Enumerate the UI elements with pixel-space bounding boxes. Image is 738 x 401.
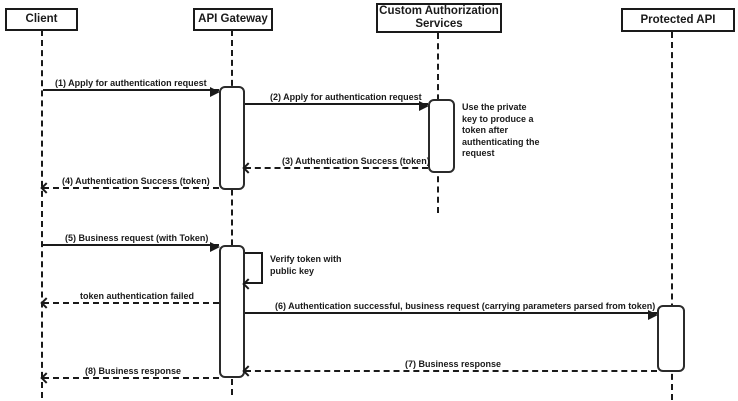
- lifeline-protected-api: [671, 32, 673, 400]
- actor-custom-authorization: Custom Authorization Services: [376, 3, 502, 33]
- arrowhead-right-icon: [419, 101, 429, 111]
- message-3-arrow: (3) Authentication Success (token): [242, 156, 430, 174]
- message-5-arrow: (5) Business request (with Token): [43, 233, 220, 252]
- actor-api-gateway-label: API Gateway: [198, 13, 268, 25]
- message-4-label: (4) Authentication Success (token): [62, 176, 210, 186]
- message-7-arrow: (7) Business response: [242, 359, 657, 377]
- arrowhead-right-icon: [648, 310, 658, 320]
- note-private-key: Use the private key to produce a token a…: [462, 102, 540, 158]
- message-6-label: (6) Authentication successful, business …: [275, 301, 656, 311]
- actor-client-label: Client: [25, 13, 58, 25]
- message-8-label: (8) Business response: [85, 366, 182, 376]
- activation-api-gateway-business: [219, 245, 245, 378]
- activation-api-gateway-auth: [219, 86, 245, 190]
- message-4-arrow: (4) Authentication Success (token): [40, 176, 219, 194]
- self-message-verify-token-label: Verify token with public key: [270, 254, 342, 276]
- message-3-label: (3) Authentication Success (token): [282, 156, 430, 166]
- message-5-label: (5) Business request (with Token): [65, 233, 209, 243]
- actor-protected-api: Protected API: [621, 8, 735, 32]
- self-message-verify-token-arrow: [242, 252, 263, 290]
- message-token-failed-label: token authentication failed: [80, 291, 195, 301]
- arrowhead-right-icon: [210, 87, 220, 97]
- lifeline-client: [41, 30, 43, 398]
- arrowhead-right-icon: [210, 242, 220, 252]
- actor-client: Client: [5, 8, 78, 31]
- message-token-failed-arrow: token authentication failed: [40, 291, 219, 309]
- message-1-arrow: (1) Apply for authentication request: [43, 78, 220, 97]
- activation-protected-api: [657, 305, 685, 372]
- activation-custom-authorization: [428, 99, 455, 173]
- actor-api-gateway: API Gateway: [193, 8, 273, 31]
- message-8-arrow: (8) Business response: [40, 366, 219, 384]
- message-7-label: (7) Business response: [405, 359, 502, 369]
- message-6-arrow: (6) Authentication successful, business …: [245, 301, 658, 320]
- message-2-label: (2) Apply for authentication request: [270, 92, 422, 102]
- lifeline-api-gateway: [231, 30, 233, 395]
- message-1-label: (1) Apply for authentication request: [55, 78, 207, 88]
- actor-custom-authorization-label: Custom Authorization Services: [379, 5, 499, 30]
- actor-protected-api-label: Protected API: [640, 13, 716, 26]
- message-2-arrow: (2) Apply for authentication request: [245, 92, 429, 111]
